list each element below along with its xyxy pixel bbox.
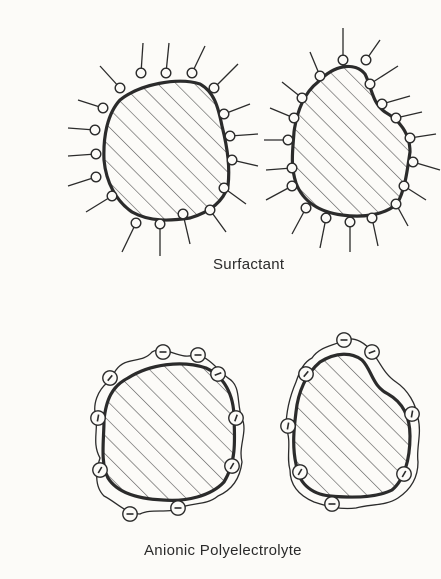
- surfactant-particle-left: [68, 43, 258, 256]
- surfactant-head: [361, 55, 371, 65]
- surfactant-head: [227, 155, 237, 165]
- surfactant-head: [115, 83, 125, 93]
- surfactant-caption: Surfactant: [213, 256, 284, 273]
- surfactant-head: [408, 157, 418, 167]
- negative-charge-marker: [123, 507, 137, 521]
- surfactant-head: [287, 163, 297, 173]
- surfactant-head: [91, 172, 101, 182]
- surfactant-head: [315, 71, 325, 81]
- surfactant-head: [98, 103, 108, 113]
- surfactant-head: [365, 79, 375, 89]
- negative-charge-marker: [191, 348, 205, 362]
- particle-core: [104, 81, 229, 220]
- surfactant-head: [178, 209, 188, 219]
- surfactant-head: [219, 183, 229, 193]
- surfactant-head: [399, 181, 409, 191]
- surfactant-head: [289, 113, 299, 123]
- surfactant-head: [209, 83, 219, 93]
- surfactant-head: [205, 205, 215, 215]
- surfactant-head: [91, 149, 101, 159]
- negative-charge-marker: [337, 333, 351, 347]
- surfactant-head: [219, 109, 229, 119]
- particle-core: [292, 66, 410, 216]
- surfactant-head: [391, 199, 401, 209]
- surfactant-head: [107, 191, 117, 201]
- negative-charge-marker: [325, 497, 339, 511]
- surfactant-head: [90, 125, 100, 135]
- surfactant-head: [161, 68, 171, 78]
- negative-charge-marker: [156, 345, 170, 359]
- negative-charge-marker: [171, 501, 185, 515]
- surfactant-head: [287, 181, 297, 191]
- surfactant-head: [391, 113, 401, 123]
- surfactant-head: [338, 55, 348, 65]
- surfactant-head: [283, 135, 293, 145]
- surfactant-head: [225, 131, 235, 141]
- surfactant-head: [136, 68, 146, 78]
- surfactant-head: [297, 93, 307, 103]
- surfactant-head: [131, 218, 141, 228]
- surfactant-head: [321, 213, 331, 223]
- surfactant-head: [377, 99, 387, 109]
- surfactant-head: [187, 68, 197, 78]
- surfactant-head: [301, 203, 311, 213]
- surfactant-head: [405, 133, 415, 143]
- surfactant-head: [155, 219, 165, 229]
- polyelectrolyte-particle-right: [280, 333, 421, 511]
- polyelectrolyte-caption: Anionic Polyelectrolyte: [144, 542, 302, 559]
- polyelectrolyte-particle-left: [90, 345, 246, 521]
- surfactant-head: [367, 213, 377, 223]
- surfactant-particle-right: [264, 28, 440, 252]
- surfactant-head: [345, 217, 355, 227]
- particle-core: [103, 364, 235, 500]
